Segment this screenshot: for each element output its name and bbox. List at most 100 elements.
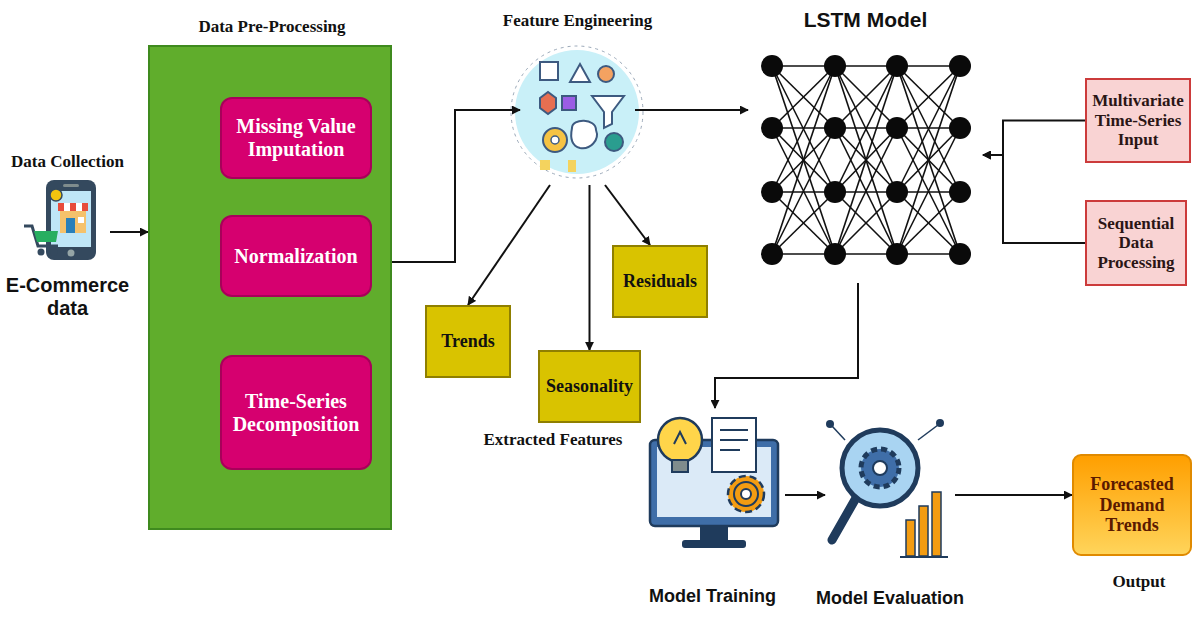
flow-arrow <box>715 283 858 408</box>
model-training-icon-part <box>720 439 748 441</box>
section-label: Extracted Features <box>448 430 658 450</box>
model-evaluation-icon-part <box>873 461 887 475</box>
lstm-network-part <box>886 117 908 139</box>
input-box: Multivariate Time-Series Input <box>1085 78 1191 163</box>
lstm-network-part <box>897 192 960 254</box>
box-text: Multivariate Time-Series Input <box>1091 91 1185 150</box>
feature-engineering-icon-part <box>543 128 567 152</box>
ecommerce-phone-icon-part <box>24 226 58 246</box>
ecommerce-phone-icon-part <box>34 231 58 242</box>
lstm-network-part <box>897 66 960 254</box>
model-evaluation-icon-part <box>826 420 834 428</box>
lstm-network-part <box>761 55 783 77</box>
model-training-node: Model Training <box>640 408 785 558</box>
output-box: Forecasted Demand TrendsOutput <box>1072 454 1192 556</box>
data-source-icon: Data CollectionE-Commerce data <box>25 180 110 262</box>
heading-text: Data Collection <box>0 152 135 172</box>
lstm-network-part <box>886 181 908 203</box>
model-training-icon-part <box>741 489 751 499</box>
lstm-network-part <box>824 243 846 265</box>
ecommerce-phone-icon <box>24 180 96 260</box>
lstm-network-part <box>772 66 835 254</box>
lstm-network-part <box>835 192 897 254</box>
box-text: Trends <box>441 331 494 352</box>
ecommerce-phone-icon-part <box>60 211 86 233</box>
lstm-network-part <box>824 117 846 139</box>
model-evaluation-icon <box>826 419 948 557</box>
ecommerce-phone-icon-part <box>50 189 62 201</box>
ecommerce-phone-icon-part <box>63 184 79 187</box>
lstm-network-part <box>761 243 783 265</box>
model-evaluation-icon-part <box>906 520 915 556</box>
feature-box: Trends <box>425 305 511 378</box>
box-text: Forecasted Demand Trends <box>1078 474 1186 536</box>
ecommerce-phone-icon-part <box>78 217 84 223</box>
box-text: Normalization <box>234 245 357 268</box>
box-text: Residuals <box>623 271 697 292</box>
feature-engineering-icon-part <box>568 160 576 172</box>
heading-text: E-Commerce data <box>0 274 140 320</box>
model-training-icon <box>650 418 778 548</box>
feature-engineering-icon-part <box>598 66 614 82</box>
box-text: Seasonality <box>546 376 633 397</box>
flow-arrow <box>983 121 1085 156</box>
model-evaluation-icon-part <box>832 426 845 440</box>
model-training-icon-part <box>720 429 748 431</box>
ecommerce-phone-icon-part <box>64 203 70 211</box>
lstm-network <box>761 55 971 265</box>
feature-box: Residuals <box>612 245 708 318</box>
heading-text: Data Pre-Processing <box>140 17 404 37</box>
heading-text: Model Evaluation <box>800 588 980 609</box>
feature-engineering-icon-part <box>511 46 643 178</box>
model-training-icon-part <box>734 482 758 506</box>
flow-arrow <box>468 185 550 305</box>
lstm-network-part <box>772 192 835 254</box>
model-evaluation-icon-part <box>861 449 899 487</box>
preprocessing-panel: Missing Value ImputationNormalizationTim… <box>148 45 392 530</box>
ecommerce-phone-icon-part <box>46 180 96 260</box>
feature-engineering-icon-part <box>551 136 559 144</box>
lstm-network-part <box>772 192 835 254</box>
heading-text: Feature Engineering <box>465 11 690 31</box>
lstm-network-part <box>949 243 971 265</box>
feature-box: Seasonality <box>538 350 641 423</box>
feature-engineering-icon-part <box>562 96 576 110</box>
model-evaluation-icon-part <box>918 425 938 440</box>
ecommerce-phone-icon-part <box>58 203 88 211</box>
lstm-network-part <box>761 117 783 139</box>
model-training-icon-part <box>682 540 746 548</box>
flow-arrow <box>983 155 1085 243</box>
feature-engineering-icon-part <box>570 64 590 82</box>
box-text: Sequential Data Processing <box>1091 214 1181 273</box>
box-text: Missing Value Imputation <box>226 115 366 161</box>
heading-text: LSTM Model <box>748 8 983 32</box>
lstm-network-part <box>886 55 908 77</box>
lstm-network-part <box>772 66 835 254</box>
model-training-icon-part <box>674 432 686 444</box>
model-evaluation-icon-part <box>842 430 918 506</box>
model-training-icon-part <box>720 449 740 451</box>
lstm-network-part <box>835 192 897 254</box>
lstm-network-part <box>897 66 960 128</box>
ecommerce-phone-icon-part <box>38 249 45 256</box>
ecommerce-phone-icon-part <box>76 203 82 211</box>
lstm-network-part <box>897 192 960 254</box>
process-box: Missing Value Imputation <box>220 97 372 179</box>
lstm-network-part <box>824 55 846 77</box>
feature-engineering-icon-part <box>540 92 556 114</box>
flow-arrow <box>110 231 148 233</box>
feature-engineering-icon <box>511 46 643 178</box>
flow-arrow <box>785 494 825 496</box>
feature-engineering-icon-part <box>540 160 550 170</box>
input-box: Sequential Data Processing <box>1085 200 1187 286</box>
lstm-network-part <box>824 181 846 203</box>
flow-arrow <box>955 494 1072 496</box>
feature-engineering-icon-part <box>515 50 639 174</box>
lstm-model-node: LSTM Model <box>748 42 983 283</box>
ecommerce-phone-icon-part <box>66 218 75 233</box>
model-training-icon-part <box>700 526 728 540</box>
lstm-network-part <box>835 66 897 254</box>
lstm-network-part <box>897 66 960 254</box>
box-text: Time-Series Decomposition <box>226 390 366 436</box>
ecommerce-phone-icon-part <box>68 250 75 257</box>
